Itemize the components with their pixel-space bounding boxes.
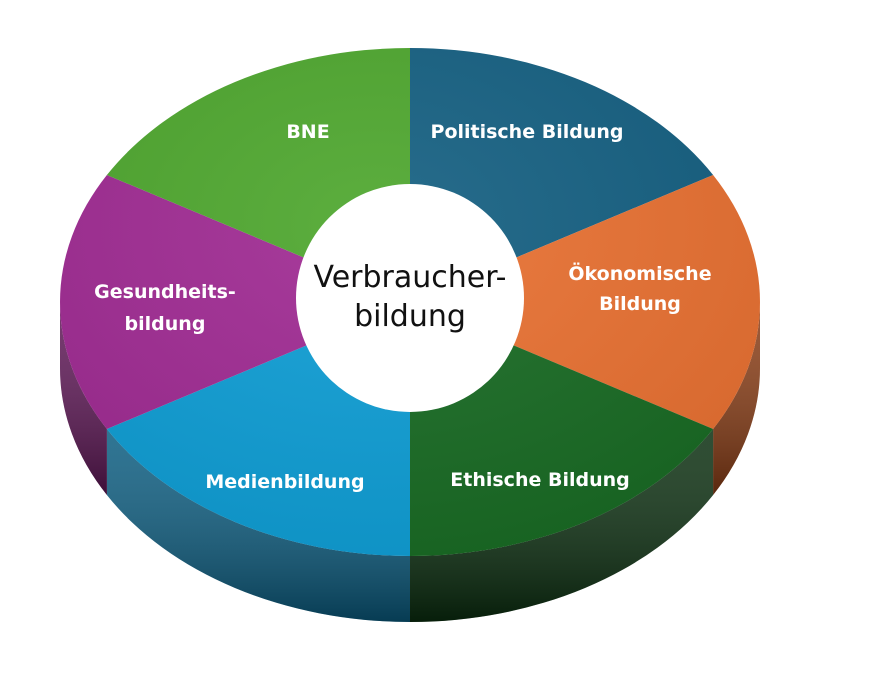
bne-label: BNE [286, 121, 329, 143]
gesundheitsbildung-side-shade [60, 302, 107, 495]
oekonomische-bildung-label: Ökonomische [568, 261, 711, 285]
segment-labels: Politische BildungÖkonomischeBildungEthi… [94, 121, 711, 493]
gesundheitsbildung-label: bildung [125, 313, 206, 335]
center-label-line1: Verbraucher- [314, 260, 507, 295]
ethische-bildung-label: Ethische Bildung [450, 469, 629, 491]
oekonomische-bildung-side-shade [713, 302, 760, 495]
oekonomische-bildung-label: Bildung [599, 293, 681, 315]
medienbildung-side-shade [106, 429, 411, 622]
center-circle [296, 184, 524, 412]
gesundheitsbildung-label: Gesundheits- [94, 281, 236, 303]
politische-bildung-label: Politische Bildung [431, 121, 624, 143]
medienbildung-label: Medienbildung [205, 471, 364, 493]
pie-side-faces [60, 302, 760, 622]
ethische-bildung-side-shade [410, 429, 714, 622]
center-label-line2: bildung [354, 299, 466, 334]
